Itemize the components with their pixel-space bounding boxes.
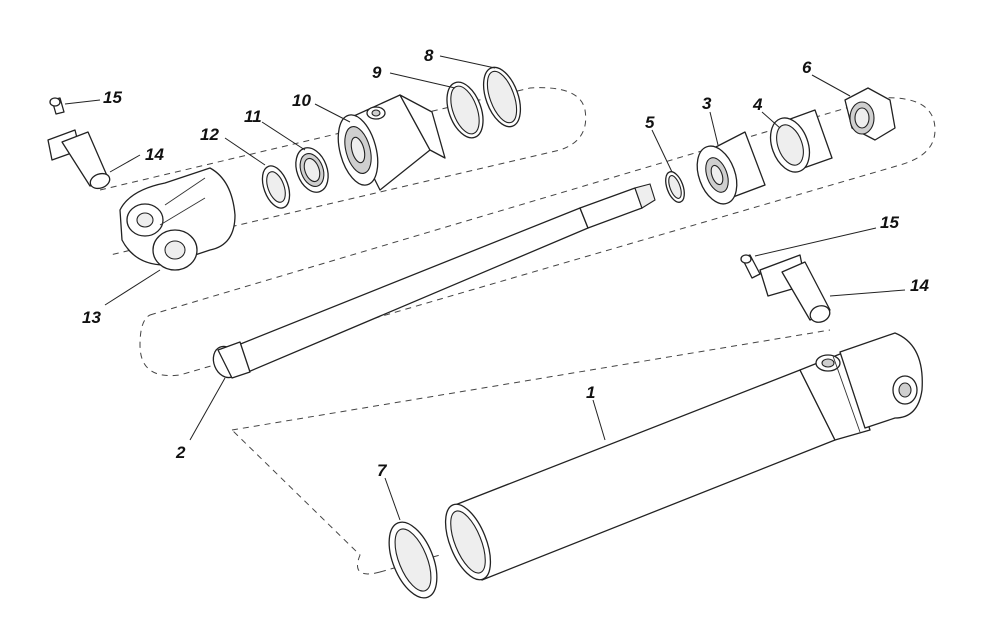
callout-14-right: 14 (910, 276, 929, 295)
callout-10: 10 (292, 91, 311, 110)
part-10-gland (337, 94, 446, 191)
callout-15-right: 15 (880, 213, 899, 232)
callout-labels: 1 2 3 4 5 6 7 8 9 10 11 12 13 14 14 15 1… (82, 46, 929, 480)
part-3-piston (696, 131, 766, 205)
callout-6: 6 (802, 58, 812, 77)
part-14-pin-upper (47, 129, 111, 190)
callout-13: 13 (82, 308, 101, 327)
part-15-screw-upper (49, 97, 65, 115)
part-8-o-ring (482, 66, 522, 128)
callout-11: 11 (244, 107, 262, 126)
callout-3: 3 (702, 94, 712, 113)
part-11-wiper (295, 147, 329, 193)
part-5-o-ring (665, 171, 685, 203)
part-14-pin-right (759, 254, 831, 323)
part-9-o-ring (446, 81, 484, 139)
callout-15-upper: 15 (103, 88, 122, 107)
part-1-cylinder-barrel (444, 332, 923, 581)
callout-2: 2 (175, 443, 186, 462)
callout-9: 9 (372, 63, 382, 82)
callout-5: 5 (645, 113, 655, 132)
callout-4: 4 (752, 95, 763, 114)
callout-leader-lines (64, 55, 906, 521)
part-12-ring (261, 165, 291, 209)
part-4-piston-seal (769, 109, 833, 173)
part-13-clevis (119, 167, 236, 271)
callout-12: 12 (200, 125, 219, 144)
assembly-dashed-outlines (99, 87, 936, 575)
part-6-lock-nut (844, 87, 896, 141)
callout-1: 1 (586, 383, 595, 402)
callout-7: 7 (377, 461, 388, 480)
callout-14-upper: 14 (145, 145, 164, 164)
part-15-screw-right (740, 254, 761, 279)
callout-8: 8 (424, 46, 434, 65)
part-7-seal-ring (388, 521, 438, 599)
part-2-piston-rod (212, 183, 656, 379)
